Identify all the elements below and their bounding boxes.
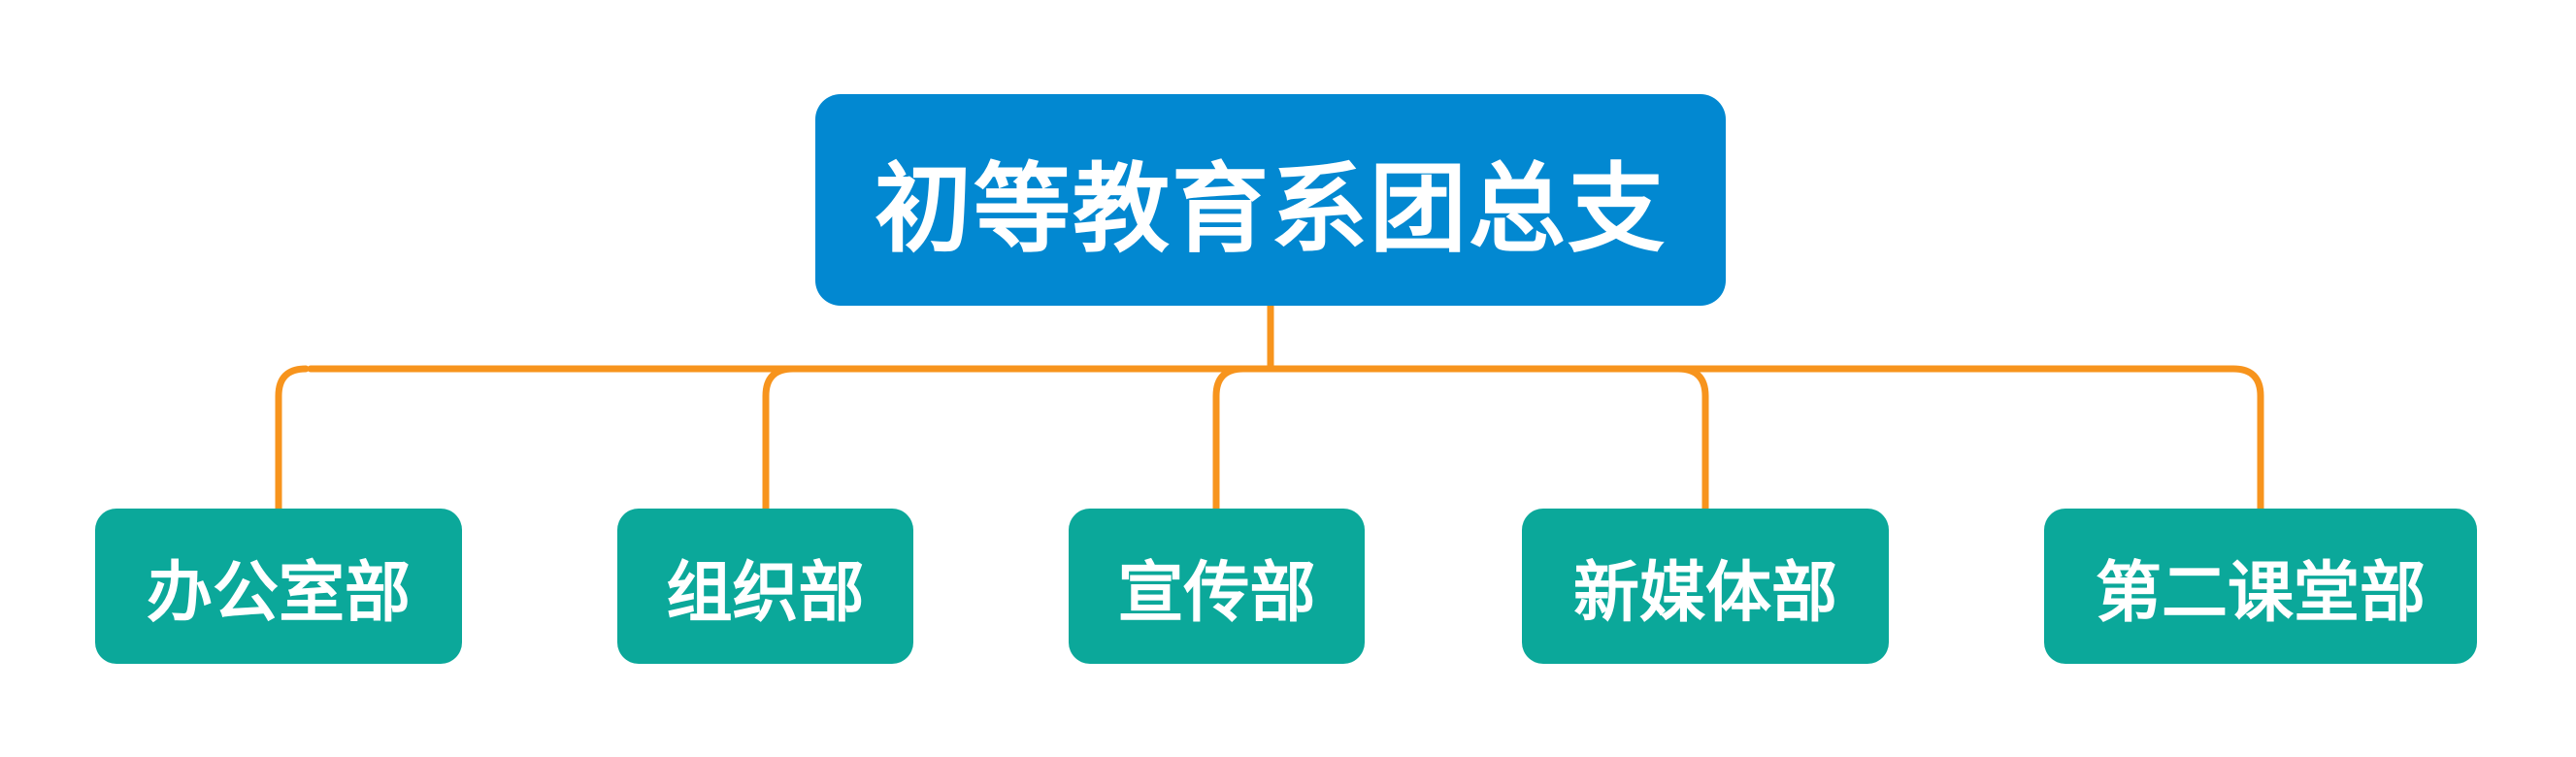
child-label-organization: 组织部 — [666, 554, 865, 632]
root-node: 初等教育系团总支 — [815, 94, 1726, 306]
child-node-second-classroom: 第二课堂部 — [2044, 509, 2477, 664]
child-node-organization: 组织部 — [617, 509, 913, 664]
child-label-new-media: 新媒体部 — [1572, 554, 1837, 632]
child-node-new-media: 新媒体部 — [1522, 509, 1889, 664]
child-node-publicity: 宣传部 — [1069, 509, 1365, 664]
child-label-publicity: 宣传部 — [1117, 554, 1316, 632]
connector-to-child-3 — [1674, 365, 1709, 512]
root-label: 初等教育系团总支 — [875, 151, 1667, 266]
child-label-second-classroom: 第二课堂部 — [2095, 554, 2426, 632]
connector-to-child-4 — [2229, 365, 2264, 512]
child-node-office: 办公室部 — [95, 509, 462, 664]
connector-to-child-1 — [762, 365, 797, 512]
child-label-office: 办公室部 — [146, 554, 411, 632]
connector-to-child-2 — [1212, 365, 1247, 512]
connector-to-child-0 — [275, 365, 310, 512]
